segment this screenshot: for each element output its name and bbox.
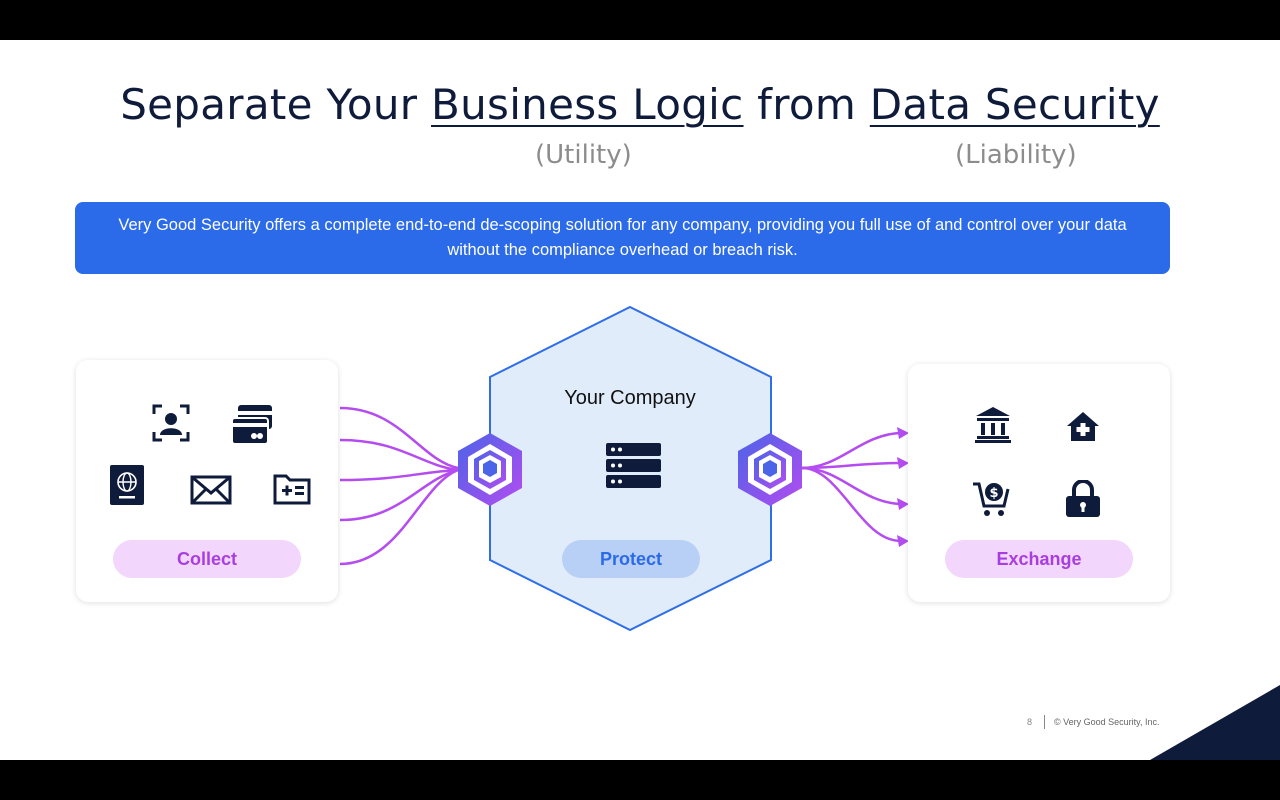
arrowhead [897,427,909,439]
copyright-text: © Very Good Security, Inc. [1054,717,1160,727]
flow-line [339,406,459,470]
subtitle-liability: (Liability) [955,140,1077,170]
page-number: 8 [1027,717,1033,727]
title-middle: from [743,80,870,129]
flow-line [339,438,459,472]
flow-line [801,466,901,506]
collect-pill: Collect [113,540,301,578]
subtitle-utility: (Utility) [535,140,632,170]
title-prefix: Separate Your [120,80,431,129]
bottom-letterbox [0,760,1280,800]
vgs-shield-icon-right [738,433,802,506]
bank-icon [975,407,1011,443]
flow-line [339,468,459,522]
user-id-icon [152,404,190,442]
medical-folder-icon [273,474,311,505]
title-data-security: Data Security [869,80,1160,129]
footer-divider [1044,715,1045,729]
arrowhead [897,498,909,510]
vgs-shield-icon-left [458,433,522,506]
arrowhead [897,535,909,547]
exchange-arrowheads [897,427,909,547]
description-banner: Very Good Security offers a complete end… [75,202,1170,274]
top-letterbox [0,0,1280,40]
arrowhead [897,457,909,469]
house-medical-icon [1067,412,1099,441]
lock-icon [1066,480,1100,517]
flow-line [801,466,901,543]
server-icon [606,443,661,488]
company-label: Your Company [564,387,696,409]
exchange-flow-lines [801,431,901,543]
envelope-icon [190,475,232,505]
shopping-cart-dollar-icon: $ [973,482,1010,516]
slide-title: Separate Your Business Logic from Data S… [0,80,1280,129]
protect-pill: Protect [562,540,700,578]
diagram-graphics [339,305,909,632]
banner-text: Very Good Security offers a complete end… [118,216,1127,259]
title-business-logic: Business Logic [430,80,744,129]
flow-line [339,468,459,482]
passport-icon [110,465,144,505]
flow-line [339,468,459,566]
corner-accent-triangle [1150,685,1280,760]
collect-flow-lines [339,406,459,566]
credit-card-icon [231,405,272,445]
slide: Separate Your Business Logic from Data S… [0,40,1280,760]
svg-text:$: $ [989,486,998,501]
exchange-pill: Exchange [945,540,1133,578]
